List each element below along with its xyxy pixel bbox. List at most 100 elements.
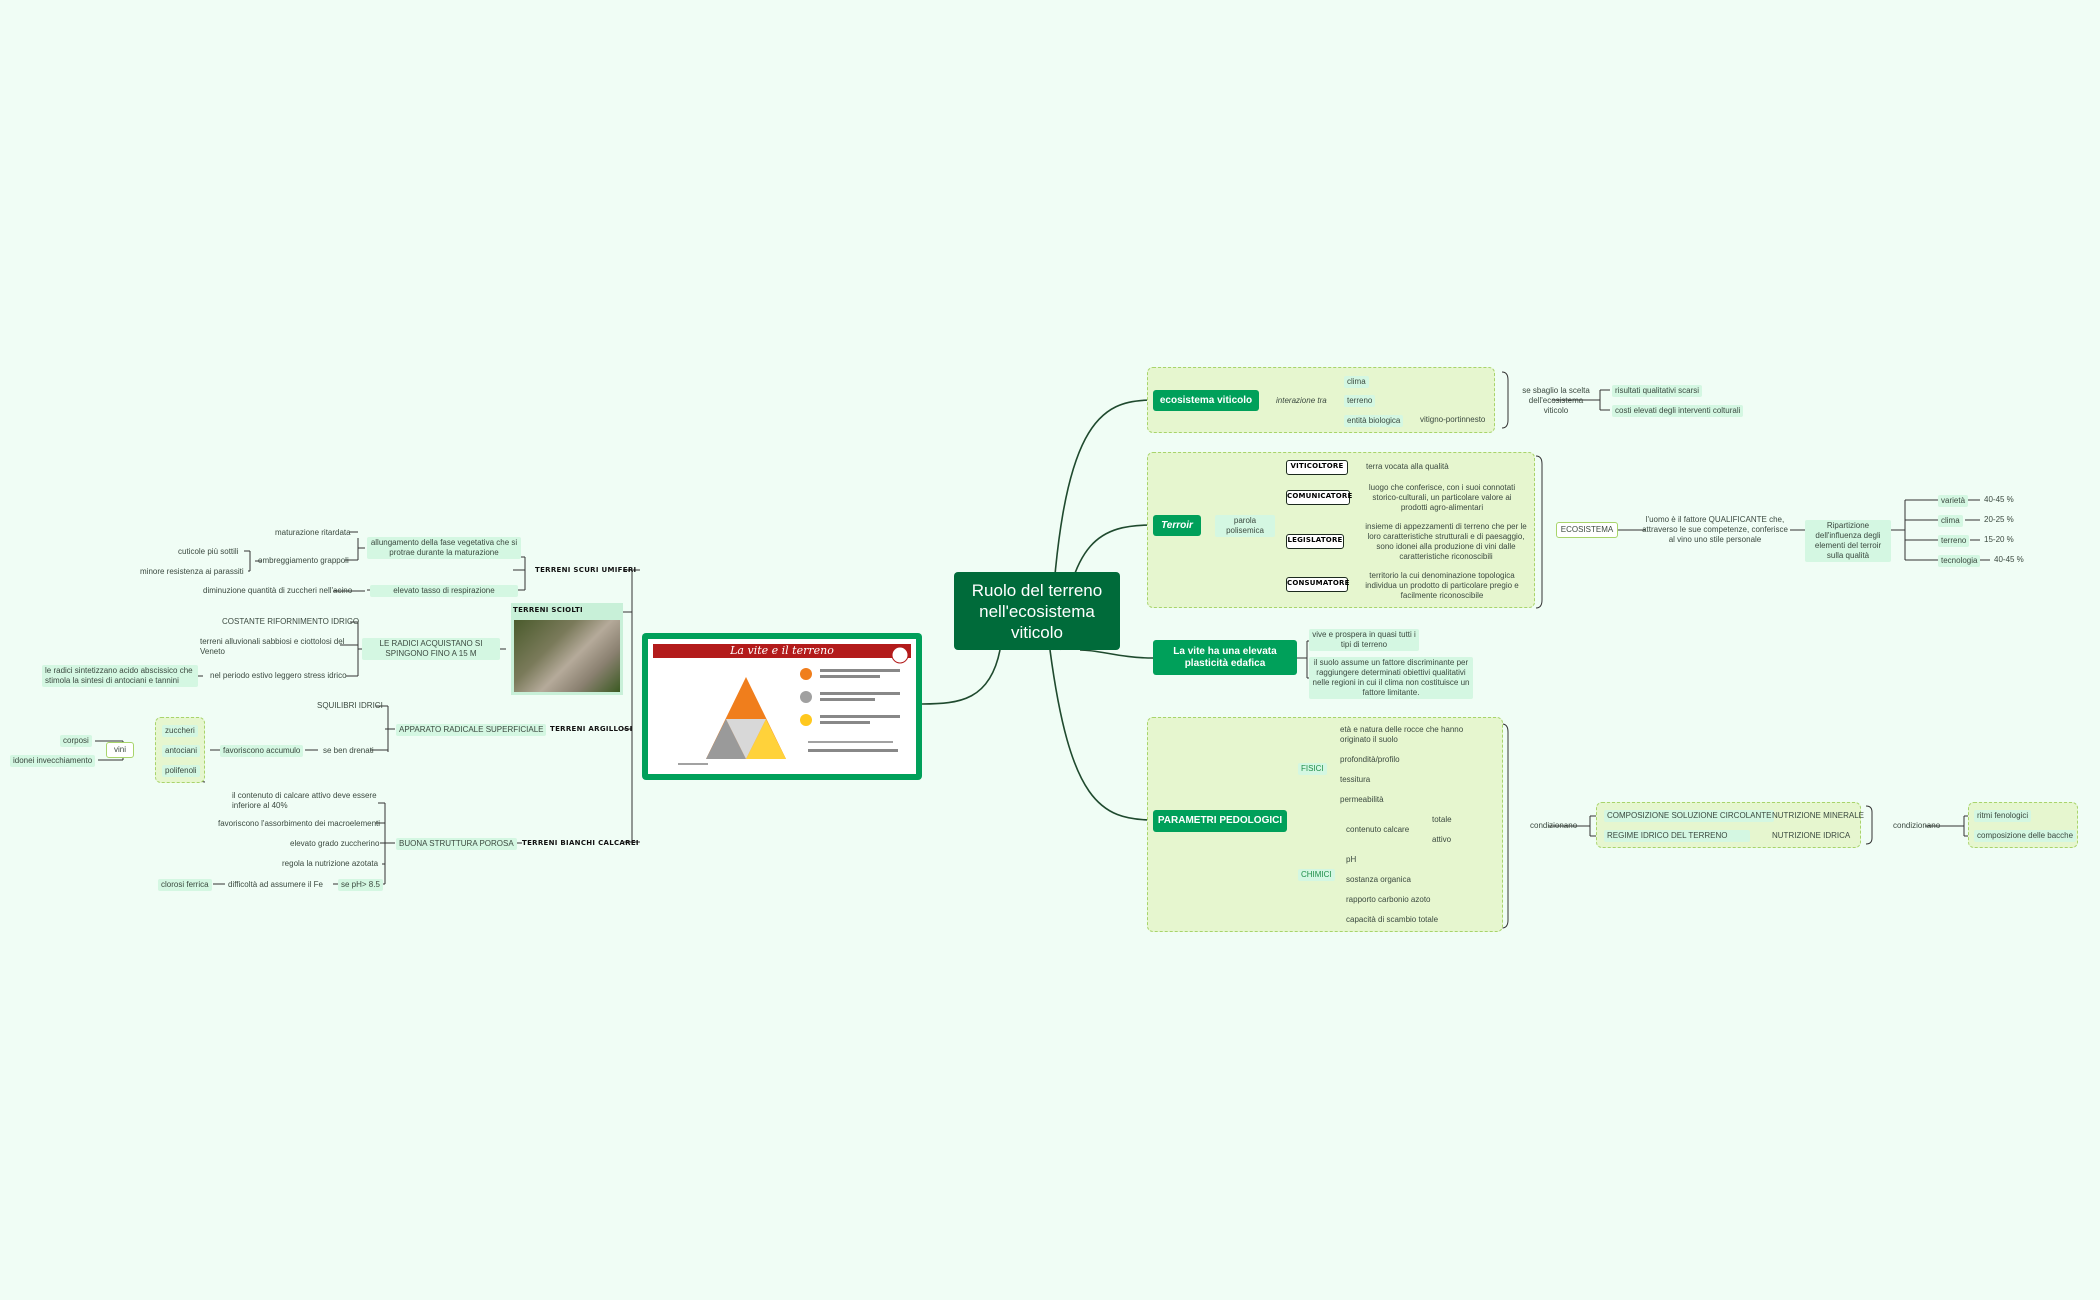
sciolti-item-1: COSTANTE RIFORNIMENTO IDRICO xyxy=(222,617,360,626)
diminuzione-label: diminuzione quantità di zuccheri nell'ac… xyxy=(203,586,353,595)
soil-triangle-graphic xyxy=(678,646,909,765)
plasticita-node[interactable]: La vite ha una elevata plasticità edafic… xyxy=(1153,640,1297,675)
legislatore-box[interactable]: LEGISLATORE xyxy=(1286,534,1344,549)
terroir-title: Terroir xyxy=(1161,519,1193,531)
factor-tecnologia[interactable]: tecnologia xyxy=(1938,555,1981,567)
allungamento-node[interactable]: allungamento della fase vegetativa che s… xyxy=(367,537,521,559)
terreno-item[interactable]: terreno xyxy=(1344,395,1376,407)
argillosi-title[interactable]: TERRENI ARGILLOSI xyxy=(550,725,633,733)
favoriscono-node[interactable]: favoriscono accumulo xyxy=(220,745,304,757)
sciolti-item-3: nel periodo estivo leggero stress idrico xyxy=(210,671,347,680)
factor-clima[interactable]: clima xyxy=(1938,515,1963,527)
calcarei-item-2: favoriscono l'assorbimento dei macroelem… xyxy=(218,819,381,828)
comunicatore-desc: luogo che conferisce, con i suoi connota… xyxy=(1368,483,1516,512)
factor-terreno-pct: 15-20 % xyxy=(1984,535,2014,544)
fisici-item-3: tessitura xyxy=(1340,775,1371,784)
plasticita-title: La vite ha una elevata plasticità edafic… xyxy=(1173,645,1277,669)
root-title: Ruolo del terreno nell'ecosistema vitico… xyxy=(971,580,1103,642)
elevato-tasso-node[interactable]: elevato tasso di respirazione xyxy=(370,585,518,597)
final-ritmi[interactable]: ritmi fenologici xyxy=(1974,810,2032,822)
clorosi-item[interactable]: clorosi ferrica xyxy=(158,879,212,891)
radici-node[interactable]: LE RADICI ACQUISTANO SI SPINGONO FINO A … xyxy=(362,638,500,660)
entita-item[interactable]: entità biologica xyxy=(1344,415,1404,427)
sciolti-image-node[interactable]: TERRENI SCIOLTI xyxy=(511,603,623,695)
struttura-node[interactable]: BUONA STRUTTURA POROSA xyxy=(396,838,517,850)
calcarei-item-3: elevato grado zuccherino xyxy=(290,839,380,848)
chimici-item-ph: pH xyxy=(1346,855,1357,864)
factor-clima-pct: 20-25 % xyxy=(1984,515,2014,524)
vitigno-item[interactable]: vitigno-portinnesto xyxy=(1420,415,1486,424)
parametri-node[interactable]: PARAMETRI PEDOLOGICI xyxy=(1153,810,1287,832)
slide-title: La vite e il terreno xyxy=(653,644,911,658)
minore-label: minore resistenza ai parassiti xyxy=(140,567,244,576)
calcarei-item-4: regola la nutrizione azotata xyxy=(282,859,379,868)
ecosistema-title: ecosistema viticolo xyxy=(1159,394,1253,406)
viticoltore-desc: terra vocata alla qualità xyxy=(1366,462,1449,471)
factor-varieta-pct: 40-45 % xyxy=(1984,495,2014,504)
invecchiamento-item[interactable]: idonei invecchiamento xyxy=(10,755,96,767)
comp-nutrizione-minerale: NUTRIZIONE MINERALE xyxy=(1772,811,1865,820)
corposi-item[interactable]: corposi xyxy=(60,735,92,747)
comp-regime[interactable]: REGIME IDRICO DEL TERRENO xyxy=(1604,830,1750,842)
chimici-item-cn: rapporto carbonio azoto xyxy=(1346,895,1431,904)
fisici-label[interactable]: FISICI xyxy=(1298,763,1327,775)
drenati-label: se ben drenati xyxy=(323,746,374,755)
factor-terreno[interactable]: terreno xyxy=(1938,535,1970,547)
condizionano-label: condizionano xyxy=(1530,821,1578,830)
vini-box[interactable]: vini xyxy=(106,742,134,758)
sciolti-item-2: terreni alluvionali sabbiosi e ciottolos… xyxy=(200,637,345,656)
fisici-item-2: profondità/profilo xyxy=(1340,755,1400,764)
chimici-label[interactable]: CHIMICI xyxy=(1298,869,1335,881)
ombreggiamento-label: ombreggiamento grappoli xyxy=(258,556,349,565)
calcarei-title[interactable]: TERRENI BIANCHI CALCAREI xyxy=(522,839,639,847)
difficolta-label: difficoltà ad assumere il Fe xyxy=(228,880,324,889)
interazione-label: interazione tra xyxy=(1276,396,1327,405)
ecosistema-node[interactable]: ecosistema viticolo xyxy=(1153,390,1259,411)
gravel-photo xyxy=(514,620,620,692)
chimici-item-cst: capacità di scambio totale xyxy=(1346,915,1439,924)
maturazione-label: maturazione ritardata xyxy=(275,528,351,537)
consumatore-desc: territorio la cui denominazione topologi… xyxy=(1365,571,1519,600)
chimici-item-so: sostanza organica xyxy=(1346,875,1411,884)
slide-image: La vite e il terreno xyxy=(648,639,916,774)
factor-tecnologia-pct: 40-45 % xyxy=(1994,555,2024,564)
sciolti-title: TERRENI SCIOLTI xyxy=(513,606,583,614)
final-composizione[interactable]: composizione delle bacche xyxy=(1974,830,2077,842)
condizionano2-label: condizionano xyxy=(1893,821,1941,830)
plasticita-item-2[interactable]: il suolo assume un fattore discriminante… xyxy=(1309,657,1473,699)
consumatore-box[interactable]: CONSUMATORE xyxy=(1286,577,1349,592)
comp-soluzione[interactable]: COMPOSIZIONE SOLUZIONE CIRCOLANTE xyxy=(1604,810,1775,822)
root-node[interactable]: Ruolo del terreno nell'ecosistema vitico… xyxy=(954,572,1120,650)
polifenoli-item[interactable]: polifenoli xyxy=(162,765,200,777)
fisici-item-4: permeabilità xyxy=(1340,795,1384,804)
ecosistema-box[interactable]: ECOSISTEMA xyxy=(1556,522,1618,538)
apparato-node[interactable]: APPARATO RADICALE SUPERFICIALE xyxy=(396,724,547,736)
viticoltore-box[interactable]: VITICOLTORE xyxy=(1286,460,1348,475)
calcare-totale: totale xyxy=(1432,815,1452,824)
calcare-label: contenuto calcare xyxy=(1346,825,1410,834)
comunicatore-box[interactable]: COMUNICATORE xyxy=(1286,490,1352,505)
scuri-title[interactable]: TERRENI SCURI UMIFERI xyxy=(535,566,637,574)
antociani-item[interactable]: antociani xyxy=(162,745,201,757)
risultati-item[interactable]: risultati qualitativi scarsi xyxy=(1612,385,1703,397)
plasticita-item-1[interactable]: vive e prospera in quasi tutti i tipi di… xyxy=(1309,629,1419,651)
calcare-attivo: attivo xyxy=(1432,835,1452,844)
parola-label[interactable]: parola polisemica xyxy=(1215,515,1275,537)
calcarei-item-1: il contenuto di calcare attivo deve esse… xyxy=(232,791,377,810)
comp-nutrizione-idrica: NUTRIZIONE IDRICA xyxy=(1772,831,1851,840)
legislatore-desc: insieme di appezzamenti di terreno che p… xyxy=(1365,522,1527,561)
scelta-label: se sbaglio la scelta dell'ecosistema vit… xyxy=(1522,386,1590,415)
uomo-label: l'uomo è il fattore QUALIFICANTE che, at… xyxy=(1642,515,1788,544)
ph-node[interactable]: se pH> 8.5 xyxy=(338,879,383,891)
costi-item[interactable]: costi elevati degli interventi colturali xyxy=(1612,405,1744,417)
clima-item[interactable]: clima xyxy=(1344,376,1369,388)
factor-varieta[interactable]: varietà xyxy=(1938,495,1969,507)
ripartizione-label[interactable]: Ripartizione dell'influenza degli elemen… xyxy=(1805,520,1891,562)
zuccheri-item[interactable]: zuccheri xyxy=(162,725,198,737)
image-node[interactable]: La vite e il terreno xyxy=(642,633,922,780)
cuticole-label: cuticole più sottili xyxy=(178,547,239,556)
terroir-node[interactable]: Terroir xyxy=(1153,515,1201,536)
parametri-title: PARAMETRI PEDOLOGICI xyxy=(1157,815,1283,826)
sintesi-node[interactable]: le radici sintetizzano acido abscissico … xyxy=(42,665,198,687)
